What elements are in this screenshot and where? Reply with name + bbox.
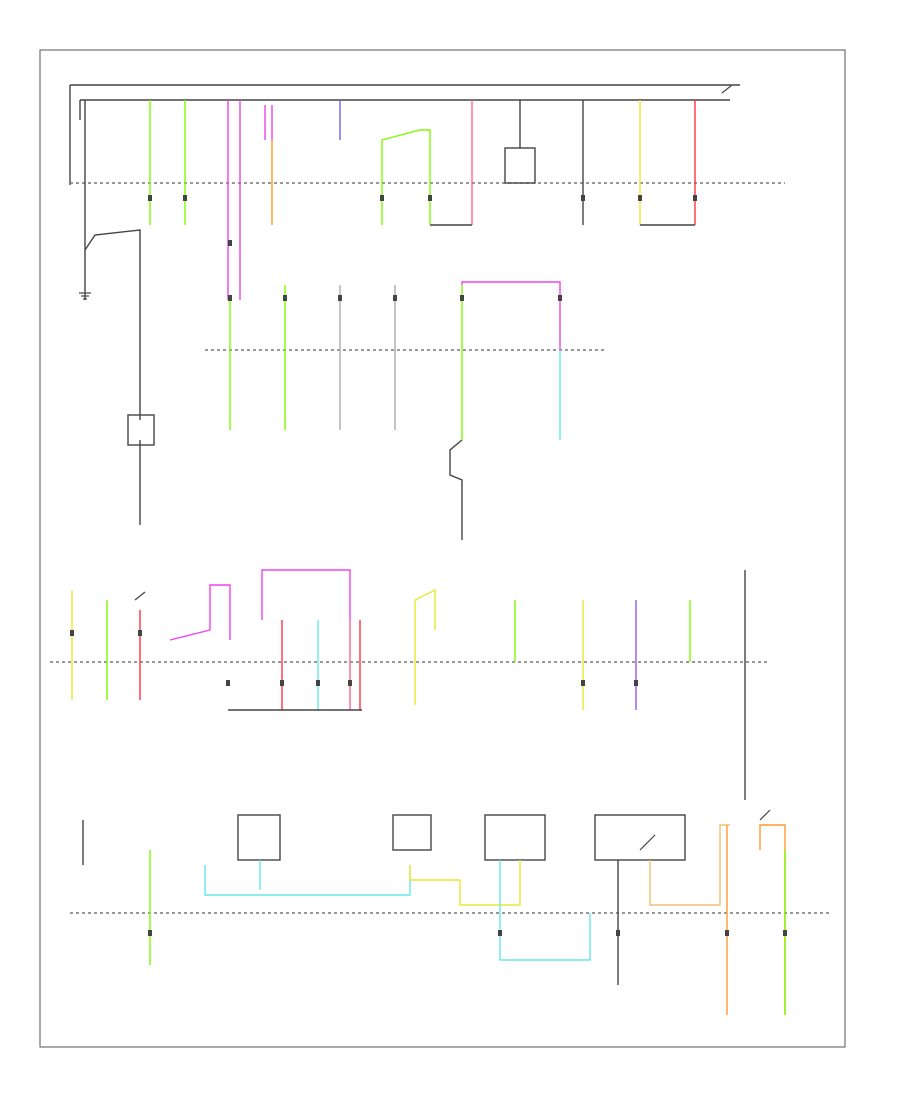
switch-contact-icon (134, 84, 771, 851)
relay-section-bottom (70, 814, 830, 1015)
relay-box-icon (484, 814, 546, 861)
relay-box-icon (392, 814, 432, 851)
connector-pin-icon (70, 195, 787, 936)
fuse-block-top (69, 84, 785, 525)
ground-symbol-icon (79, 292, 91, 300)
junction-block-middle (127, 281, 605, 540)
relay-box-icon (594, 814, 686, 861)
diagram-frame (39, 49, 846, 1048)
fuse-block-lower (50, 569, 770, 800)
relay-box-icon (237, 814, 281, 861)
